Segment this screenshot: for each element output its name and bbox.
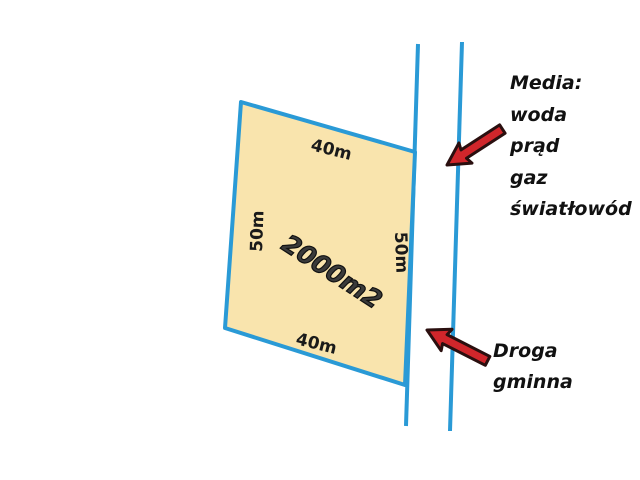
media-item: woda xyxy=(510,104,567,126)
road-arrow-icon xyxy=(425,327,492,367)
media-arrow-icon xyxy=(445,123,507,167)
road-note-line: Droga xyxy=(493,340,558,362)
media-title: Media: xyxy=(510,72,582,94)
left-side-label: 50m xyxy=(247,210,268,252)
media-item: gaz xyxy=(510,167,548,189)
media-item: prąd xyxy=(509,135,560,157)
right-side-label: 50m xyxy=(390,231,411,273)
plot-parcel xyxy=(223,100,417,387)
road-note-line: gminna xyxy=(493,371,573,393)
road-edge-right xyxy=(448,41,464,432)
media-item: światłowód xyxy=(510,198,632,220)
